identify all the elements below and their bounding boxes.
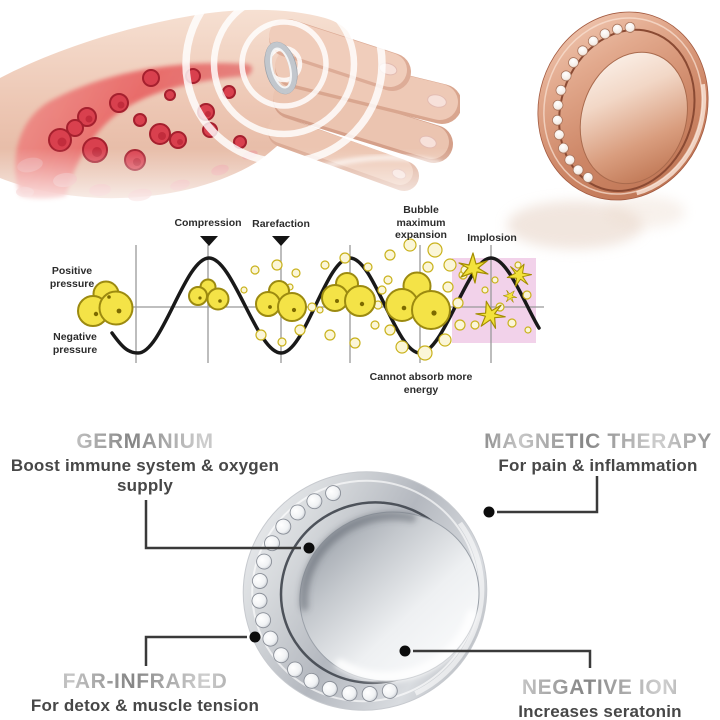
- connector-negative-ion: [413, 649, 592, 668]
- feature-germanium-desc: Boost immune system & oxygen supply: [10, 456, 280, 495]
- diagram-label-rarefaction: Rarefaction: [252, 218, 310, 230]
- feature-negative-ion: NEGATIVE ION Increases seratonin: [458, 676, 720, 720]
- diagram-label-compression: Compression: [174, 217, 242, 229]
- photo-fade: [0, 148, 460, 215]
- connector-magnetic-therapy: [497, 476, 599, 514]
- feature-germanium: GERMANIUM Boost immune system & oxygen s…: [10, 430, 280, 496]
- micro-bubbles: [240, 238, 532, 361]
- callout-dot-negative-ion: [399, 645, 411, 657]
- feature-magnetic-therapy-title: MAGNETIC THERAPY: [460, 430, 720, 454]
- ring-on-finger: [264, 41, 298, 95]
- diagram-label-positive-pressure: Positive pressure: [49, 265, 95, 290]
- hand-circulation-illustration: [0, 0, 460, 215]
- callout-dot-germanium: [303, 542, 315, 554]
- diagram-label-cannot-absorb: Cannot absorb more energy: [369, 371, 473, 396]
- feature-negative-ion-desc: Increases seratonin: [518, 702, 682, 720]
- diagram-label-negative-pressure: Negative pressure: [52, 331, 98, 356]
- bubble-clusters: [77, 271, 451, 330]
- pointer-triangles: [200, 236, 290, 246]
- rose-crystal-band: [551, 22, 636, 183]
- callout-dot-far-infrared: [249, 631, 261, 643]
- feature-negative-ion-title: NEGATIVE ION: [458, 676, 720, 700]
- bubble-nuclei: [93, 295, 437, 317]
- ultrasonic-wave-diagram: [77, 236, 544, 363]
- feature-far-infrared: FAR-INFRARED For detox & muscle tension: [10, 670, 280, 716]
- feature-far-infrared-desc: For detox & muscle tension: [30, 696, 260, 715]
- diagram-label-implosion: Implosion: [467, 232, 517, 244]
- diagram-label-bubble-maximum-expansion: Bubble maximum expansion: [395, 204, 447, 241]
- ring-shadow-2: [605, 196, 685, 228]
- silver-crystal-band: [251, 485, 398, 702]
- callout-dot-magnetic-therapy: [483, 506, 495, 518]
- feature-far-infrared-title: FAR-INFRARED: [10, 670, 280, 694]
- connector-germanium: [144, 500, 301, 550]
- feature-magnetic-therapy: MAGNETIC THERAPY For pain & inflammation: [460, 430, 720, 476]
- rose-gold-ring-photo: [507, 11, 709, 249]
- feature-germanium-title: GERMANIUM: [10, 430, 280, 454]
- connector-far-infrared: [144, 635, 247, 666]
- feature-magnetic-therapy-desc: For pain & inflammation: [498, 456, 698, 475]
